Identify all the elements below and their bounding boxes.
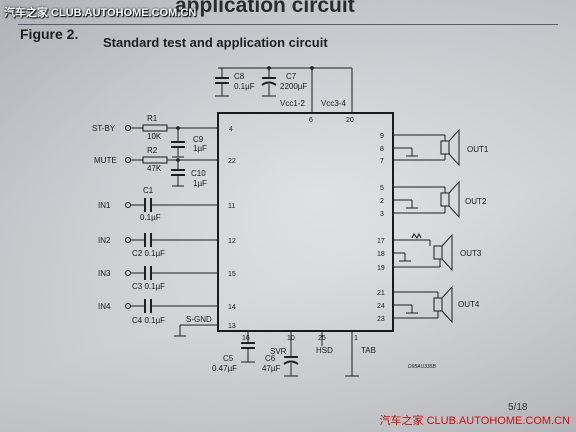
page-number: 5/18 [508, 402, 528, 413]
ic-body [217, 112, 394, 332]
pin-6: 6 [309, 117, 313, 124]
pin-21: 21 [377, 290, 385, 297]
pin-18: 18 [377, 251, 385, 258]
vcc34-label: Vcc3-4 [321, 99, 346, 108]
out2-label: OUT2 [465, 197, 487, 206]
watermark-top: 汽车之家 CLUB.AUTOHOME.COM.CN [4, 7, 197, 19]
c2-label: C2 0.1µF [132, 249, 165, 258]
inputs-section [125, 198, 218, 337]
c8-name: C8 [234, 72, 245, 81]
r1-value: 10K [147, 132, 162, 141]
pin-23: 23 [377, 316, 385, 323]
out3-label: OUT3 [460, 249, 482, 258]
figure-caption: Standard test and application circuit [103, 35, 328, 50]
pin-5: 5 [380, 185, 384, 192]
pin-8: 8 [380, 146, 384, 153]
pin-11: 11 [228, 203, 235, 210]
tab-label: TAB [361, 346, 376, 355]
out4-label: OUT4 [458, 300, 480, 309]
pin-1: 1 [354, 335, 358, 342]
header-title: application circuit [175, 0, 355, 17]
pin-15: 15 [228, 271, 236, 278]
r1-name: R1 [147, 114, 158, 123]
pin-19: 19 [377, 265, 385, 272]
pin-25: 25 [318, 335, 326, 342]
pin-7: 7 [380, 158, 384, 165]
standby-mute-section [125, 124, 218, 187]
pin-10: 10 [287, 335, 295, 342]
c6-name: C6 [265, 354, 276, 363]
svr-label: SVR [270, 347, 287, 356]
c10-name: C10 [191, 169, 206, 178]
supply-section [215, 66, 353, 113]
in3-label: IN3 [98, 269, 111, 278]
c9-name: C9 [193, 135, 204, 144]
in2-label: IN2 [98, 236, 111, 245]
r2-value: 47K [147, 164, 162, 173]
pin-14: 14 [228, 304, 236, 311]
pin-22: 22 [228, 158, 236, 165]
pin-2: 2 [380, 198, 384, 205]
c8-value: 0.1µF [234, 82, 255, 91]
pin-24: 24 [377, 303, 385, 310]
watermark-bottom: 汽车之家 CLUB.AUTOHOME.COM.CN [379, 415, 570, 427]
c1-name: C1 [143, 186, 154, 195]
c4-label: C4 0.1µF [132, 316, 165, 325]
pin-17: 17 [377, 238, 385, 245]
in1-label: IN1 [98, 201, 111, 210]
pin-3: 3 [380, 211, 384, 218]
c10-value: 1µF [193, 179, 207, 188]
bottom-section [241, 331, 359, 377]
c7-name: C7 [286, 72, 297, 81]
pin-16: 16 [242, 335, 250, 342]
header-rule [18, 24, 558, 25]
c5-value: 0.47µF [212, 364, 237, 373]
c6-value: 47µF [262, 364, 281, 373]
c1-value: 0.1µF [140, 213, 161, 222]
c3-label: C3 0.1µF [132, 282, 165, 291]
pin-9: 9 [380, 133, 384, 140]
sgnd-label: S-GND [186, 315, 212, 324]
in4-label: IN4 [98, 302, 111, 311]
pin-12: 12 [228, 238, 236, 245]
pin-20: 20 [346, 117, 354, 124]
hsd-label: HSD [316, 346, 333, 355]
r2-name: R2 [147, 146, 158, 155]
pin-13: 13 [228, 323, 236, 330]
diagram-code: D95AU335B [408, 364, 436, 370]
c5-name: C5 [223, 354, 234, 363]
pin-4: 4 [229, 126, 233, 133]
c9-value: 1µF [193, 144, 207, 153]
figure-label: Figure 2. [20, 26, 79, 42]
mute-label: MUTE [94, 156, 117, 165]
out1-label: OUT1 [467, 145, 489, 154]
vcc12-label: Vcc1-2 [280, 99, 305, 108]
stby-label: ST-BY [92, 124, 116, 133]
c7-value: 2200µF [280, 82, 307, 91]
outputs-section [393, 128, 460, 324]
